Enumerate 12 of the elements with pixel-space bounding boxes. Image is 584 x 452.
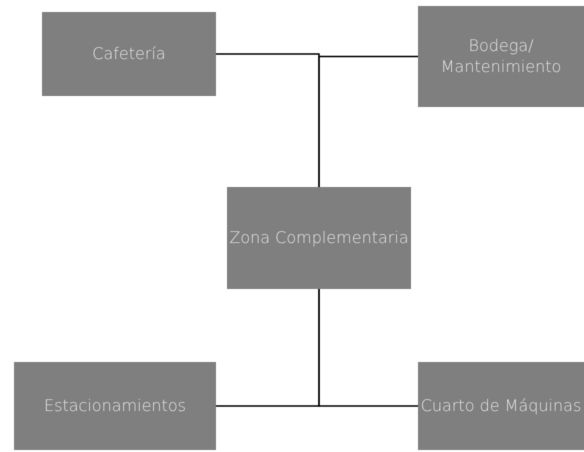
connector-line: [318, 56, 418, 187]
room-box: [418, 362, 584, 450]
room-label: Zona Complementaria: [229, 228, 409, 248]
room-box: [227, 187, 411, 289]
room-box: [14, 362, 216, 450]
room-box: [418, 6, 584, 107]
room-label: Estacionamientos: [44, 396, 186, 416]
room-label: Cafetería: [92, 44, 166, 64]
connector-line: [318, 289, 418, 407]
room-label: Bodega/ Mantenimiento: [440, 36, 562, 78]
room-box: [42, 12, 216, 96]
room-label: Cuarto de Máquinas: [420, 396, 582, 416]
